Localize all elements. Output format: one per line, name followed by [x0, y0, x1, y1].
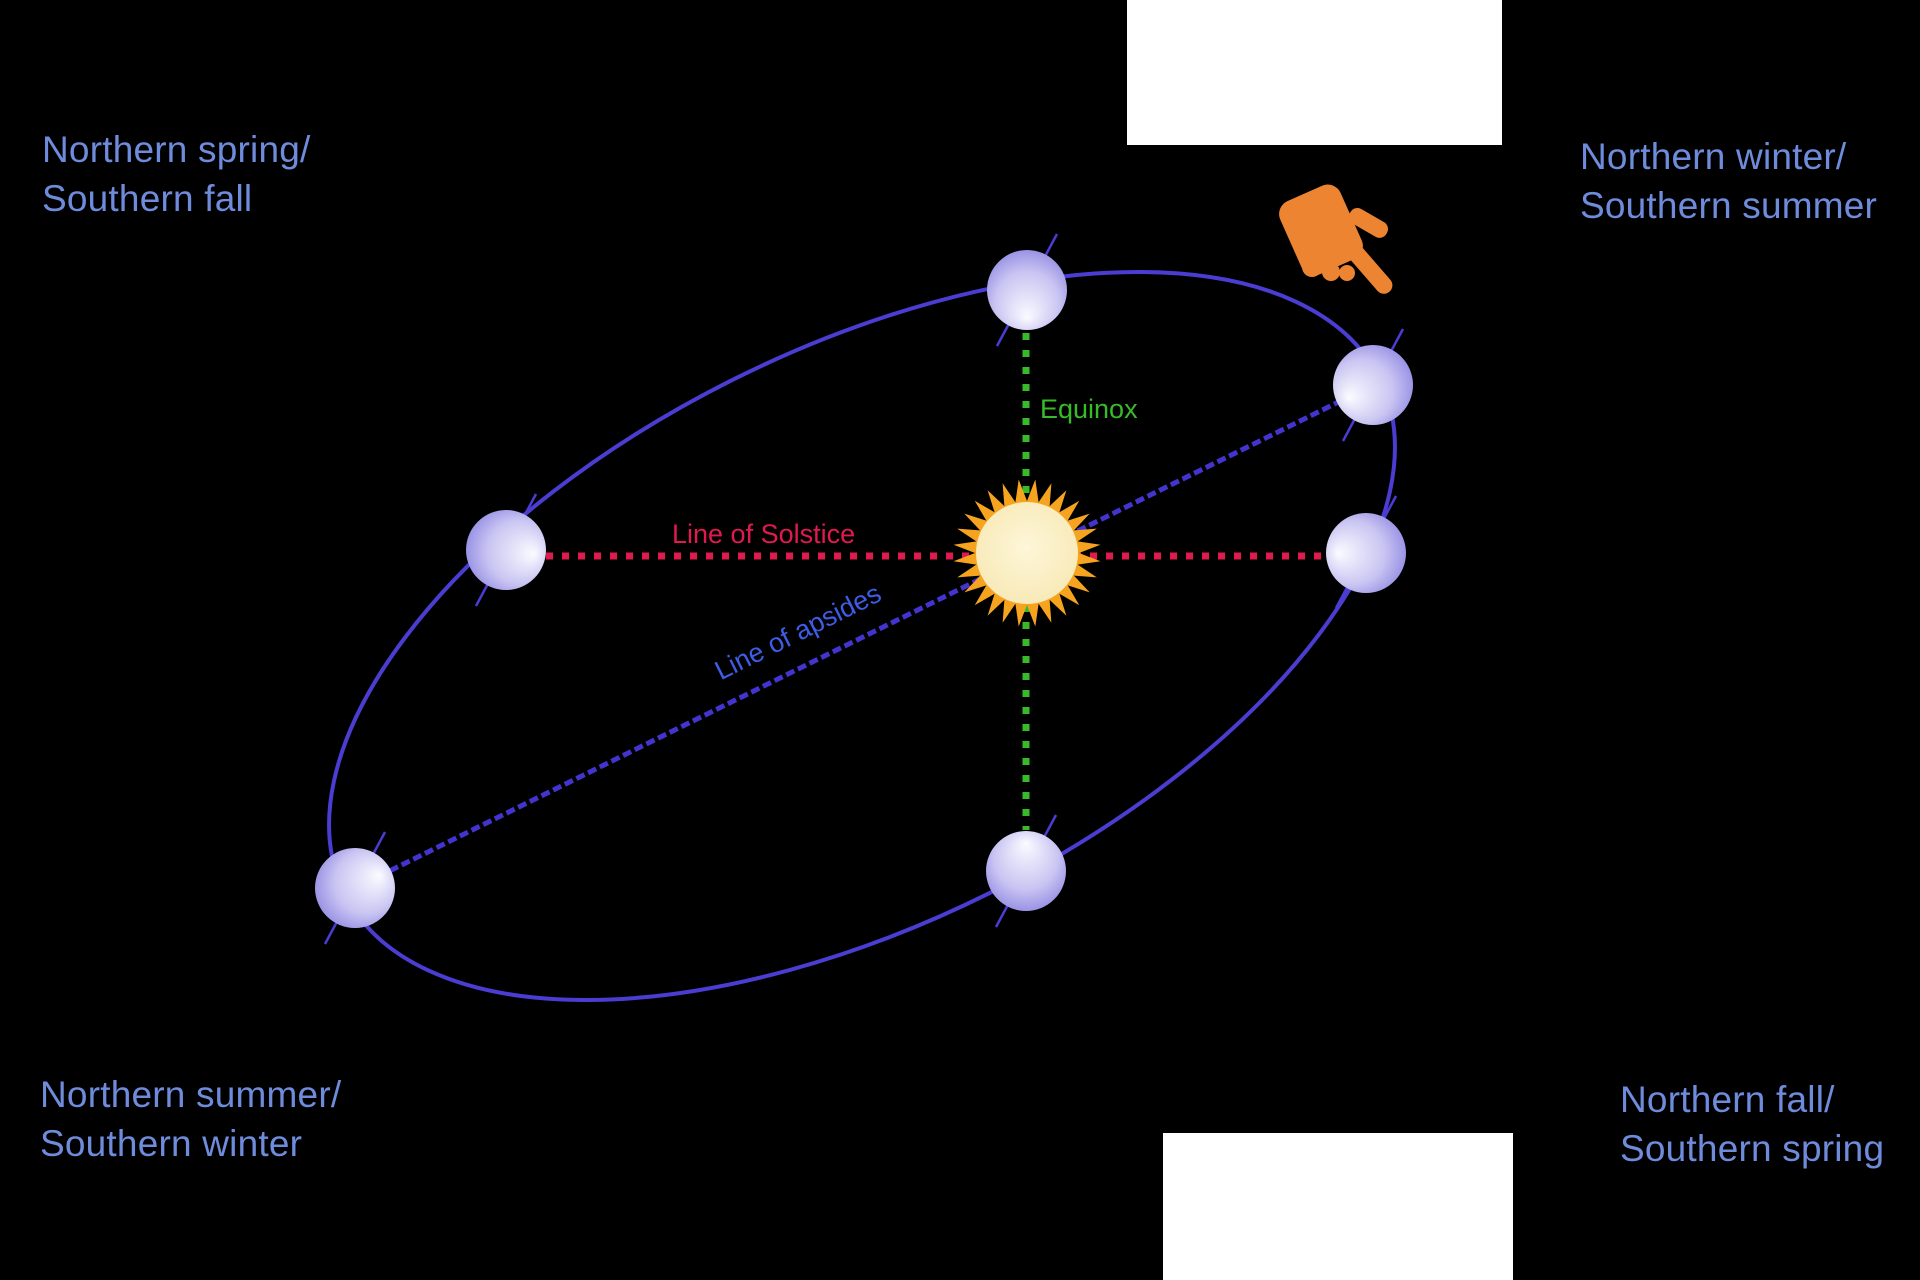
hand-pointer-icon [1279, 184, 1393, 294]
planet-left [466, 510, 546, 590]
line-of-apsides-label: Line of apsides [710, 578, 886, 686]
season-label-line: Southern spring [1620, 1128, 1885, 1170]
season-label-line: Southern winter [40, 1123, 303, 1165]
season-label-bottom-left: Northern summer/ Southern winter [40, 1070, 341, 1168]
sun-disc [976, 502, 1078, 604]
season-label-top-left: Northern spring/ Southern fall [42, 125, 311, 223]
planet-top-right [1333, 345, 1413, 425]
white-cover-bottom [1163, 1133, 1513, 1280]
planet-bottom-left [315, 848, 395, 928]
season-label-bottom-right: Northern fall/ Southern spring [1620, 1075, 1884, 1173]
equinox-label: Equinox [1040, 394, 1138, 424]
planet-top [987, 250, 1067, 330]
season-label-line: Northern summer/ [40, 1074, 342, 1115]
season-label-line: Northern spring/ [42, 129, 311, 170]
white-cover-top [1127, 0, 1502, 145]
season-label-top-right: Northern winter/ Southern summer [1580, 132, 1877, 230]
planet-bottom [986, 831, 1066, 911]
season-label-line: Southern summer [1580, 185, 1878, 227]
line-of-apsides [353, 382, 1375, 891]
line-of-solstice-label: Line of Solstice [672, 519, 855, 549]
season-label-line: Northern winter/ [1580, 136, 1847, 177]
season-label-line: Northern fall/ [1620, 1079, 1835, 1120]
season-label-line: Southern fall [42, 178, 253, 220]
sun-icon [953, 479, 1101, 627]
planet-right [1326, 513, 1406, 593]
